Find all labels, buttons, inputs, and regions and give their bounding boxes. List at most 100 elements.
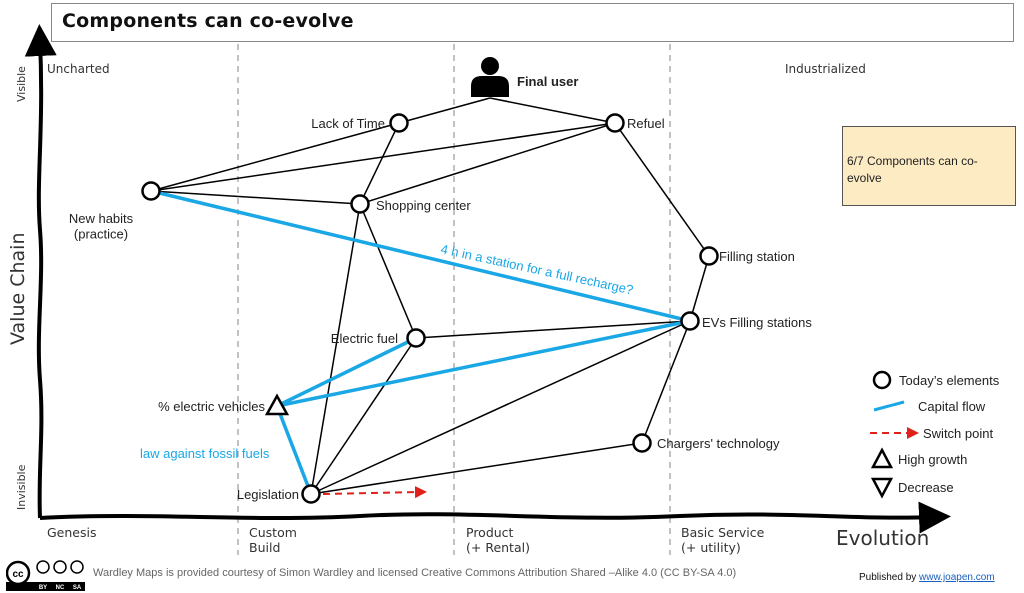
component-pct-ev: % electric vehicles	[158, 393, 290, 416]
link-final_user-lack_of_time	[398, 97, 491, 124]
legend-label: Today’s elements	[899, 373, 1000, 388]
component-circle-icon	[632, 433, 652, 453]
invisible-label: Invisible	[15, 464, 28, 510]
component-circle-icon	[301, 484, 321, 504]
by-icon	[36, 560, 50, 574]
component-shopping-center: Shopping center	[350, 194, 471, 214]
component-evs-filling: EVs Filling stations	[680, 311, 812, 331]
component-label: Filling station	[719, 249, 795, 264]
component-circle-icon	[141, 181, 161, 201]
legend-circle-icon	[872, 370, 892, 390]
legend-item: Switch point	[870, 426, 993, 441]
component-circle-icon	[406, 328, 426, 348]
legend-label: Capital flow	[918, 399, 986, 414]
legend-item: Capital flow	[873, 399, 986, 414]
uncharted-label: Uncharted	[47, 62, 110, 76]
legend-item: Decrease	[870, 477, 954, 499]
link-shopping_center-electric_fuel	[359, 203, 417, 339]
component-label: % electric vehicles	[158, 399, 265, 414]
legend-triangle-up-icon	[870, 447, 894, 469]
industrialized-label: Industrialized	[785, 62, 866, 76]
component-label: Lack of Time	[311, 116, 385, 131]
legend-triangle-down-icon	[870, 477, 894, 499]
y-axis-arrow	[24, 24, 57, 519]
svg-text:SA: SA	[73, 585, 82, 591]
component-label: Shopping center	[376, 198, 471, 213]
link-refuel-filling_station	[614, 122, 710, 257]
link-electric_fuel-legislation	[310, 337, 417, 495]
link-lack_of_time-shopping_center	[359, 122, 400, 205]
link-refuel-shopping_center	[359, 122, 616, 205]
svg-text:NC: NC	[56, 585, 65, 591]
link-refuel-new_habits	[150, 122, 616, 192]
stage-dividers	[237, 44, 671, 555]
component-circle-icon	[680, 311, 700, 331]
axes	[24, 24, 951, 534]
title-box: Components can co-evolve	[51, 3, 1014, 42]
component-new-habits: New habits(practice)	[69, 181, 161, 242]
capital-flow-pct_ev-electric_fuel	[276, 336, 417, 408]
link-chargers_tech-legislation	[310, 442, 643, 495]
component-chargers-tech: Chargers' technology	[632, 433, 780, 453]
component-circle-icon	[350, 194, 370, 214]
component-label: Refuel	[627, 116, 665, 131]
link-filling_station-evs_filling	[689, 255, 710, 322]
component-legislation: Legislation	[237, 484, 321, 504]
stage-label: Product(+ Rental)	[466, 525, 530, 555]
svg-text:cc: cc	[12, 569, 24, 580]
component-circle-icon	[389, 113, 409, 133]
switch-point-arrow	[322, 486, 427, 499]
link-evs_filling-chargers_tech	[641, 320, 691, 444]
component-circle-icon	[699, 246, 719, 266]
user-head-icon	[481, 57, 499, 75]
legend-item: High growth	[870, 447, 967, 469]
legend-label: Switch point	[923, 426, 993, 441]
component-label: Chargers' technology	[657, 436, 780, 451]
x-axis-arrow	[39, 501, 951, 534]
map-title: Components can co-evolve	[62, 10, 354, 32]
component-lack-of-time: Lack of Time	[311, 113, 409, 133]
component-electric-fuel: Electric fuel	[331, 328, 426, 348]
link-electric_fuel-evs_filling	[415, 320, 691, 339]
stage-label: Genesis	[47, 525, 97, 540]
capital-flow-pct_ev-evs_filling	[276, 319, 691, 408]
capital-flow-pct_ev-legislation	[275, 405, 313, 495]
published-prefix: Published by	[859, 572, 920, 583]
capital-flow-new_habits-evs_filling	[150, 189, 691, 323]
component-final-user: Final user	[471, 57, 578, 97]
component-label: EVs Filling stations	[702, 315, 812, 330]
y-axis-title: Value Chain	[7, 233, 29, 346]
legend-label: High growth	[898, 452, 967, 467]
dependency-links	[150, 97, 710, 495]
user-body-icon	[471, 76, 509, 97]
link-shopping_center-legislation	[310, 203, 361, 495]
published-by: Published by www.joapen.com	[859, 572, 995, 583]
component-label: Final user	[517, 74, 578, 89]
cc-license-icon: cc BY NC SA	[6, 557, 85, 591]
link-new_habits-shopping_center	[150, 190, 361, 205]
publisher-link[interactable]: www.joapen.com	[919, 572, 995, 583]
high-growth-triangle-icon	[264, 393, 290, 416]
component-label: Electric fuel	[331, 331, 398, 346]
link-evs_filling-legislation	[310, 320, 691, 495]
link-lack_of_time-new_habits	[150, 122, 400, 192]
link-final_user-refuel	[489, 97, 616, 124]
sa-icon	[70, 560, 84, 574]
component-label: New habits(practice)	[69, 211, 134, 242]
component-circle-icon	[605, 113, 625, 133]
component-refuel: Refuel	[605, 113, 665, 133]
license-text: Wardley Maps is provided courtesy of Sim…	[93, 567, 737, 579]
nc-icon	[53, 560, 67, 574]
capital-flow-label: law against fossil fuels	[140, 446, 270, 461]
component-label: Legislation	[237, 487, 299, 502]
legend-capital-line-icon	[873, 400, 905, 412]
component-filling-station: Filling station	[699, 246, 795, 266]
x-axis-title: Evolution	[836, 526, 929, 550]
svg-text:BY: BY	[39, 585, 47, 591]
note-box: 6/7 Components can co-evolve	[842, 126, 1016, 206]
